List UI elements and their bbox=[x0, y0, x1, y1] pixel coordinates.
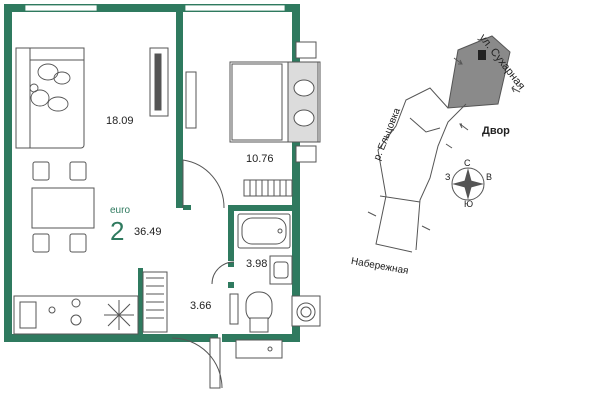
entrance-arrows bbox=[367, 57, 521, 231]
total-area: 36.49 bbox=[134, 226, 162, 238]
room-area-living: 18.09 bbox=[106, 115, 134, 127]
partition-wall-bathroom bbox=[228, 205, 298, 211]
bedroom-wardrobe bbox=[185, 71, 197, 129]
bedroom-door bbox=[182, 159, 225, 209]
radiator bbox=[243, 179, 293, 197]
room-area-hall: 3.66 bbox=[190, 300, 212, 312]
site-plan bbox=[367, 35, 521, 253]
compass-north: С bbox=[464, 158, 471, 168]
dining-table bbox=[31, 161, 95, 253]
hall-shelf bbox=[229, 293, 239, 325]
residential-complex-outline bbox=[375, 87, 467, 253]
apartment-type-label: euro bbox=[110, 205, 131, 216]
compass-south: Ю bbox=[464, 199, 474, 209]
building-marker bbox=[478, 50, 486, 60]
windows bbox=[25, 5, 285, 11]
bathroom-door bbox=[211, 261, 235, 285]
double-bed bbox=[229, 41, 321, 163]
toilet bbox=[245, 291, 273, 333]
people-on-sofa bbox=[29, 63, 71, 112]
compass bbox=[451, 167, 485, 201]
building-highlight bbox=[447, 35, 511, 109]
compass-west: З bbox=[445, 172, 451, 182]
bathtub bbox=[237, 213, 291, 249]
partition-wall-living-bedroom bbox=[176, 12, 183, 208]
yard-label: Двор bbox=[482, 125, 510, 137]
rooms-count: 2 bbox=[110, 216, 125, 246]
washing-machine bbox=[291, 295, 321, 327]
compass-east: В bbox=[486, 172, 493, 182]
sofa bbox=[15, 47, 85, 149]
exterior-walls bbox=[4, 4, 300, 342]
entrance-door bbox=[171, 334, 223, 389]
shoe-cabinet bbox=[235, 339, 283, 359]
room-area-bathroom: 3.98 bbox=[246, 258, 268, 270]
tv-unit bbox=[149, 47, 169, 117]
washbasin bbox=[269, 255, 293, 285]
room-area-bedroom: 10.76 bbox=[246, 153, 274, 165]
wardrobe bbox=[142, 271, 168, 333]
kitchen-counter bbox=[13, 295, 139, 335]
